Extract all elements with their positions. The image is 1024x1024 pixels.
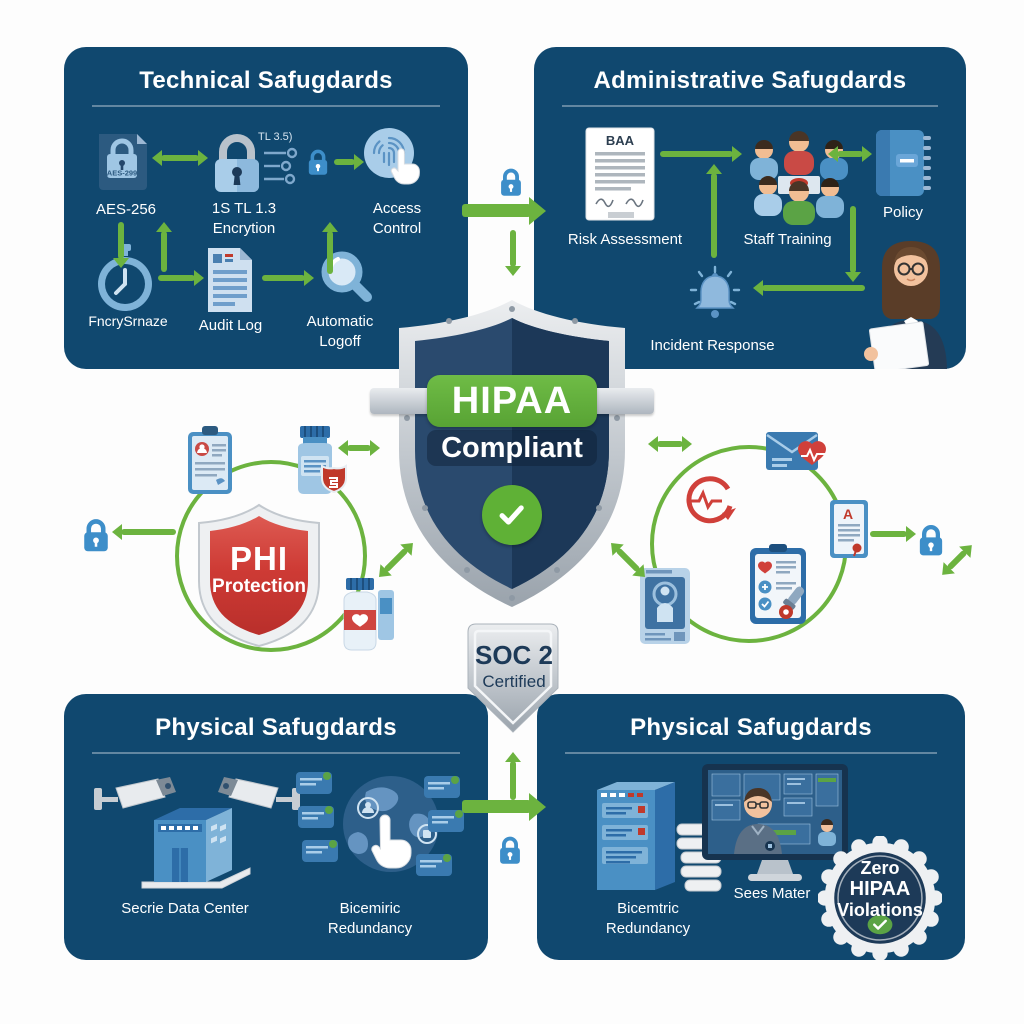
badge-hipaa-label: HIPAA (849, 878, 911, 900)
policy-label: Policy (882, 204, 923, 221)
panel-physical-left-title: Physical Safugdards (155, 714, 397, 741)
arrow-timer-audit (158, 270, 204, 286)
arrow-shield-mail (648, 436, 692, 452)
arrow-logoff-up (322, 222, 338, 274)
key-lines-icon (264, 146, 304, 188)
audit-log-label: Audit Log (198, 317, 263, 334)
access-control-label: Access Control (372, 200, 422, 237)
staff-training-people-icon (742, 128, 856, 226)
left-lock-icon (80, 516, 112, 554)
arrow-to-incident (753, 280, 865, 296)
aes-icon-text: AES-299 (107, 169, 137, 178)
panel-physical-right-title: Physical Safugdards (630, 714, 872, 741)
pulse-cycle-icon (682, 476, 738, 528)
policy-notebook-icon (872, 126, 934, 200)
arrow-audit-logoff (262, 270, 314, 286)
phi-protection-shield (194, 502, 324, 648)
badge-zero-label: Zero (860, 858, 900, 878)
automatic-logoff-label: Automatic Logoff (306, 313, 374, 350)
left-cycle-ring (175, 460, 367, 652)
arrow-technical-to-admin (462, 196, 546, 226)
baa-document-icon: BAA (584, 126, 656, 222)
arrow-bottle-shield (338, 440, 380, 456)
panel-admin-title: Administrative Safugdards (593, 67, 907, 94)
medical-checklist-stamp-icon (748, 542, 812, 626)
xray-scan-icon (638, 566, 692, 646)
arrow-staff-policy (828, 146, 872, 162)
arrow-physical-left-right (462, 792, 546, 822)
incident-response-label: Incident Response (650, 337, 775, 354)
small-lock-icon (306, 146, 330, 178)
arrow-mid-up (156, 222, 172, 272)
arrow-aes-encryption (152, 150, 208, 166)
badge-violations-label: Violations (837, 900, 923, 920)
data-center-label: Secrie Data Center (121, 900, 249, 917)
checkmark-icon (482, 485, 542, 545)
arrow-baa-staff (660, 146, 742, 162)
health-mail-icon (764, 428, 830, 482)
fingerprint-access-icon (362, 126, 422, 186)
compliant-label: Compliant (427, 430, 597, 466)
server-rack-icon (585, 772, 725, 897)
hipaa-label: HIPAA (427, 375, 597, 427)
pill-bottle-heart-icon (342, 576, 394, 652)
gap-lock-top-icon (498, 166, 524, 198)
patient-clipboard-icon (186, 424, 234, 498)
panel-technical-safeguards: Technical Safugdards (64, 47, 468, 369)
arrow-to-left-lock (112, 524, 176, 540)
staff-training-label: Staff Training (743, 231, 832, 248)
stopwatch-icon (94, 242, 156, 316)
certificate-document-icon: A (828, 498, 870, 560)
monitor-label: Sees Mater (733, 885, 811, 902)
soc2-badge (460, 620, 566, 738)
zero-violations-badge (818, 836, 942, 960)
security-monitor-icon (700, 762, 850, 892)
security-camera-left-icon (92, 772, 182, 830)
encryption-label: 1S TL 1.3 Encrytion (211, 200, 277, 237)
tls-note: TL 3.5) (258, 131, 293, 143)
baa-doc-text: BAA (606, 133, 635, 148)
data-center-building-icon (140, 786, 252, 898)
arrow-aes-down (113, 222, 129, 268)
biometric-redundancy-right-label: Bicemtric Redundancy (605, 900, 691, 937)
panel-technical-title: Technical Safugdards (139, 67, 393, 94)
divider (92, 105, 440, 107)
divider (562, 105, 938, 107)
arrow-policy-down (845, 206, 861, 282)
gap-lock-bottom-icon (497, 834, 523, 866)
risk-assessment-label: Risk Assessment (567, 231, 683, 248)
encryption-padlock-icon (206, 130, 268, 196)
security-camera-right-icon (212, 772, 302, 830)
phi-label: PHI (229, 540, 288, 577)
right-lock-icon (916, 522, 946, 558)
medicine-bottle-shield-icon (292, 424, 350, 504)
cert-letter: A (843, 506, 853, 522)
incident-bell-icon (688, 264, 742, 328)
woman-reading-illustration (856, 226, 966, 369)
globe-network-icon (296, 762, 466, 896)
biometric-redundancy-left-label: Bicemiric Redundancy (327, 900, 413, 937)
soc2-label: SOC 2 (474, 640, 554, 670)
phi-protection-label: Protection (212, 576, 306, 597)
arrow-lock-to-access (334, 154, 364, 170)
divider (565, 752, 937, 754)
divider (92, 752, 460, 754)
arrow-up-to-soc (505, 752, 521, 800)
arrow-down-to-shield (505, 230, 521, 276)
timer-label: FncrySrnaze (88, 313, 168, 329)
aes-label: AES-256 (95, 201, 157, 218)
audit-log-document-icon (204, 246, 256, 314)
soc2-certified-label: Certified (482, 672, 546, 691)
arrow-to-right-lock (870, 526, 916, 542)
arrow-up-to-staff (706, 164, 722, 258)
aes-file-lock-icon: AES-299 (94, 128, 152, 194)
